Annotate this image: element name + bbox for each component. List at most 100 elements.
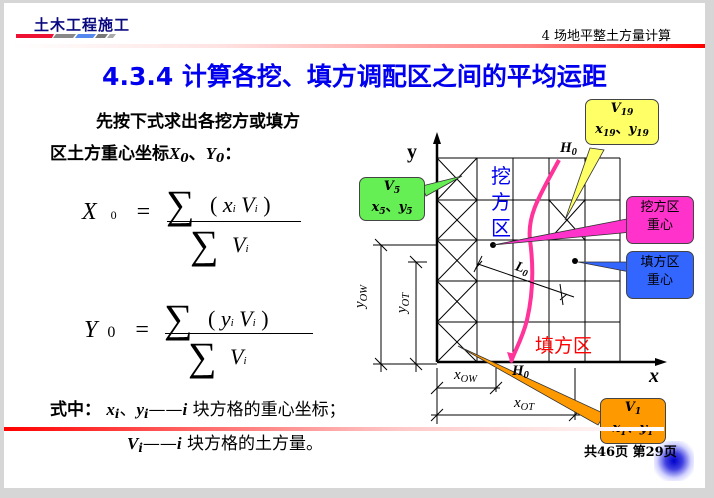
x19-var: x [595, 122, 603, 137]
sum-symbol: ∑ [188, 334, 217, 379]
legend-line-2-text: 块方格的土方量。 [181, 434, 324, 454]
x1-sub: 1 [620, 427, 627, 438]
cut-zone-char: 区 [491, 216, 511, 240]
paren-open: ( [208, 306, 216, 331]
x5-sub: 5 [379, 206, 386, 217]
callout-v19: V19 x19、y19 [585, 99, 659, 145]
y-ot-label: yOT [394, 293, 412, 313]
v5-var: V [383, 179, 394, 194]
vi-sub: i [252, 317, 256, 329]
x-ow-sub: OW [460, 374, 478, 385]
brand-underline-bar [16, 34, 116, 38]
i-symbol: i [182, 400, 188, 419]
y0-equals: = [135, 317, 149, 343]
yi-sub: i [143, 407, 149, 421]
cut-zone-char: 挖 [491, 164, 511, 188]
v19-var: V [610, 101, 621, 116]
cut-centroid-line-1: 挖方区 [640, 200, 680, 215]
legend-line-2: Vi——i 块方格的土方量。 [127, 429, 323, 455]
yi-sub: i [230, 317, 234, 329]
x0-fraction-bar [167, 221, 301, 222]
callout-v1: V1 x1、y1 [600, 398, 666, 444]
header-divider [12, 44, 705, 48]
sum-symbol: ∑ [166, 182, 195, 227]
callout-cut-centroid: 挖方区 重心 [626, 196, 694, 244]
y-ow-sub: OW [359, 284, 370, 302]
sep: 、 [615, 122, 629, 137]
y19-var: y [628, 122, 637, 137]
v5-sub: 5 [393, 185, 401, 196]
sep: 、 [385, 200, 399, 215]
y5-sub: 5 [406, 206, 413, 217]
vi-var: V [239, 306, 253, 331]
x-ot-label: xOT [514, 395, 534, 413]
formula-x0-lhs: X 0 = [82, 199, 150, 226]
y-ot-sub: OT [401, 292, 412, 307]
vi-var: V [232, 232, 246, 257]
formula-y0-lhs: Y 0 = [84, 317, 149, 344]
y0-lhs-var: Y [84, 317, 98, 343]
h0-sub: 0 [571, 147, 577, 158]
sum-symbol: ∑ [190, 222, 219, 267]
vi-sub: i [243, 355, 247, 367]
x19-sub: 19 [602, 128, 616, 139]
dash: —— [148, 400, 183, 420]
paren-close: ) [263, 192, 271, 217]
xi-sub: i [232, 203, 236, 215]
h0-var: H [512, 363, 524, 379]
x0-symbol: X [169, 144, 181, 163]
x-ot-var: x [514, 395, 521, 411]
intro-line-2: 区土方重心坐标X0、Y0： [50, 139, 241, 165]
formula-x0-denominator: ∑ Vi [190, 221, 249, 268]
x0-subscript: 0 [180, 151, 189, 165]
chapter-title: 4 场地平整土方量计算 [541, 29, 671, 44]
i-symbol: i [176, 434, 182, 453]
y19-sub: 19 [636, 128, 649, 139]
cut-zone-label: 挖 方 区 [488, 163, 514, 241]
legend-line-1-text: 块方格的重心坐标； [187, 400, 346, 420]
course-brand: 土木工程施工 [34, 16, 131, 34]
legend-line-1: 式中： xi、yi——i 块方格的重心坐标； [50, 395, 346, 421]
paren-open: ( [210, 192, 218, 217]
vi-sub: i [245, 243, 249, 255]
separator: 、 [188, 144, 206, 164]
xi-var: x [222, 192, 233, 217]
legend-prefix: 式中： [50, 400, 101, 420]
yi-symbol: y [136, 400, 144, 419]
x0-equals: = [136, 199, 151, 225]
separator: 、 [119, 400, 137, 420]
colon: ： [224, 144, 242, 164]
x-ot-sub: OT [520, 402, 535, 413]
yi-var: y [220, 306, 231, 331]
formula-y0-denominator: ∑ Vi [188, 333, 247, 380]
y-ow-var: y [352, 301, 368, 308]
y-ot-var: y [394, 306, 410, 313]
xi-sub: i [114, 407, 120, 421]
y0-lhs-sub: 0 [107, 324, 116, 341]
x-ow-label: xOW [454, 367, 477, 385]
h0-top-label: H0 [560, 140, 577, 158]
y0-symbol: Y [205, 144, 217, 163]
intro-line-2-text: 区土方重心坐标 [50, 144, 169, 164]
y0-subscript: 0 [216, 151, 225, 165]
callout-fill-centroid: 填方区 重心 [626, 251, 694, 299]
callout-v5: V5 x5、y5 [359, 177, 425, 221]
slide: 土木工程施工 4 场地平整土方量计算 4.3.4 计算各挖、填方调配区之间的平均… [4, 3, 705, 488]
earthwork-grid-diagram [373, 132, 667, 426]
y-ow-label: yOW [352, 285, 370, 308]
vi-symbol: V [127, 434, 139, 453]
vi-sub: i [138, 441, 143, 455]
fill-centroid-line-2: 重心 [646, 273, 673, 288]
v1-sub: 1 [634, 406, 642, 417]
dash: —— [142, 434, 177, 454]
h0-bottom-label: H0 [512, 363, 529, 381]
vi-var: V [241, 192, 255, 217]
cut-zone-char: 方 [491, 190, 511, 214]
x5-var: x [371, 200, 380, 215]
y-axis-label: y [407, 141, 417, 163]
page-indicator: 共46页 第29页 [584, 445, 677, 460]
x-ow-var: x [454, 367, 461, 383]
y5-var: y [398, 200, 407, 215]
fill-centroid-line-1: 填方区 [640, 255, 680, 270]
xi-symbol: x [106, 400, 115, 419]
